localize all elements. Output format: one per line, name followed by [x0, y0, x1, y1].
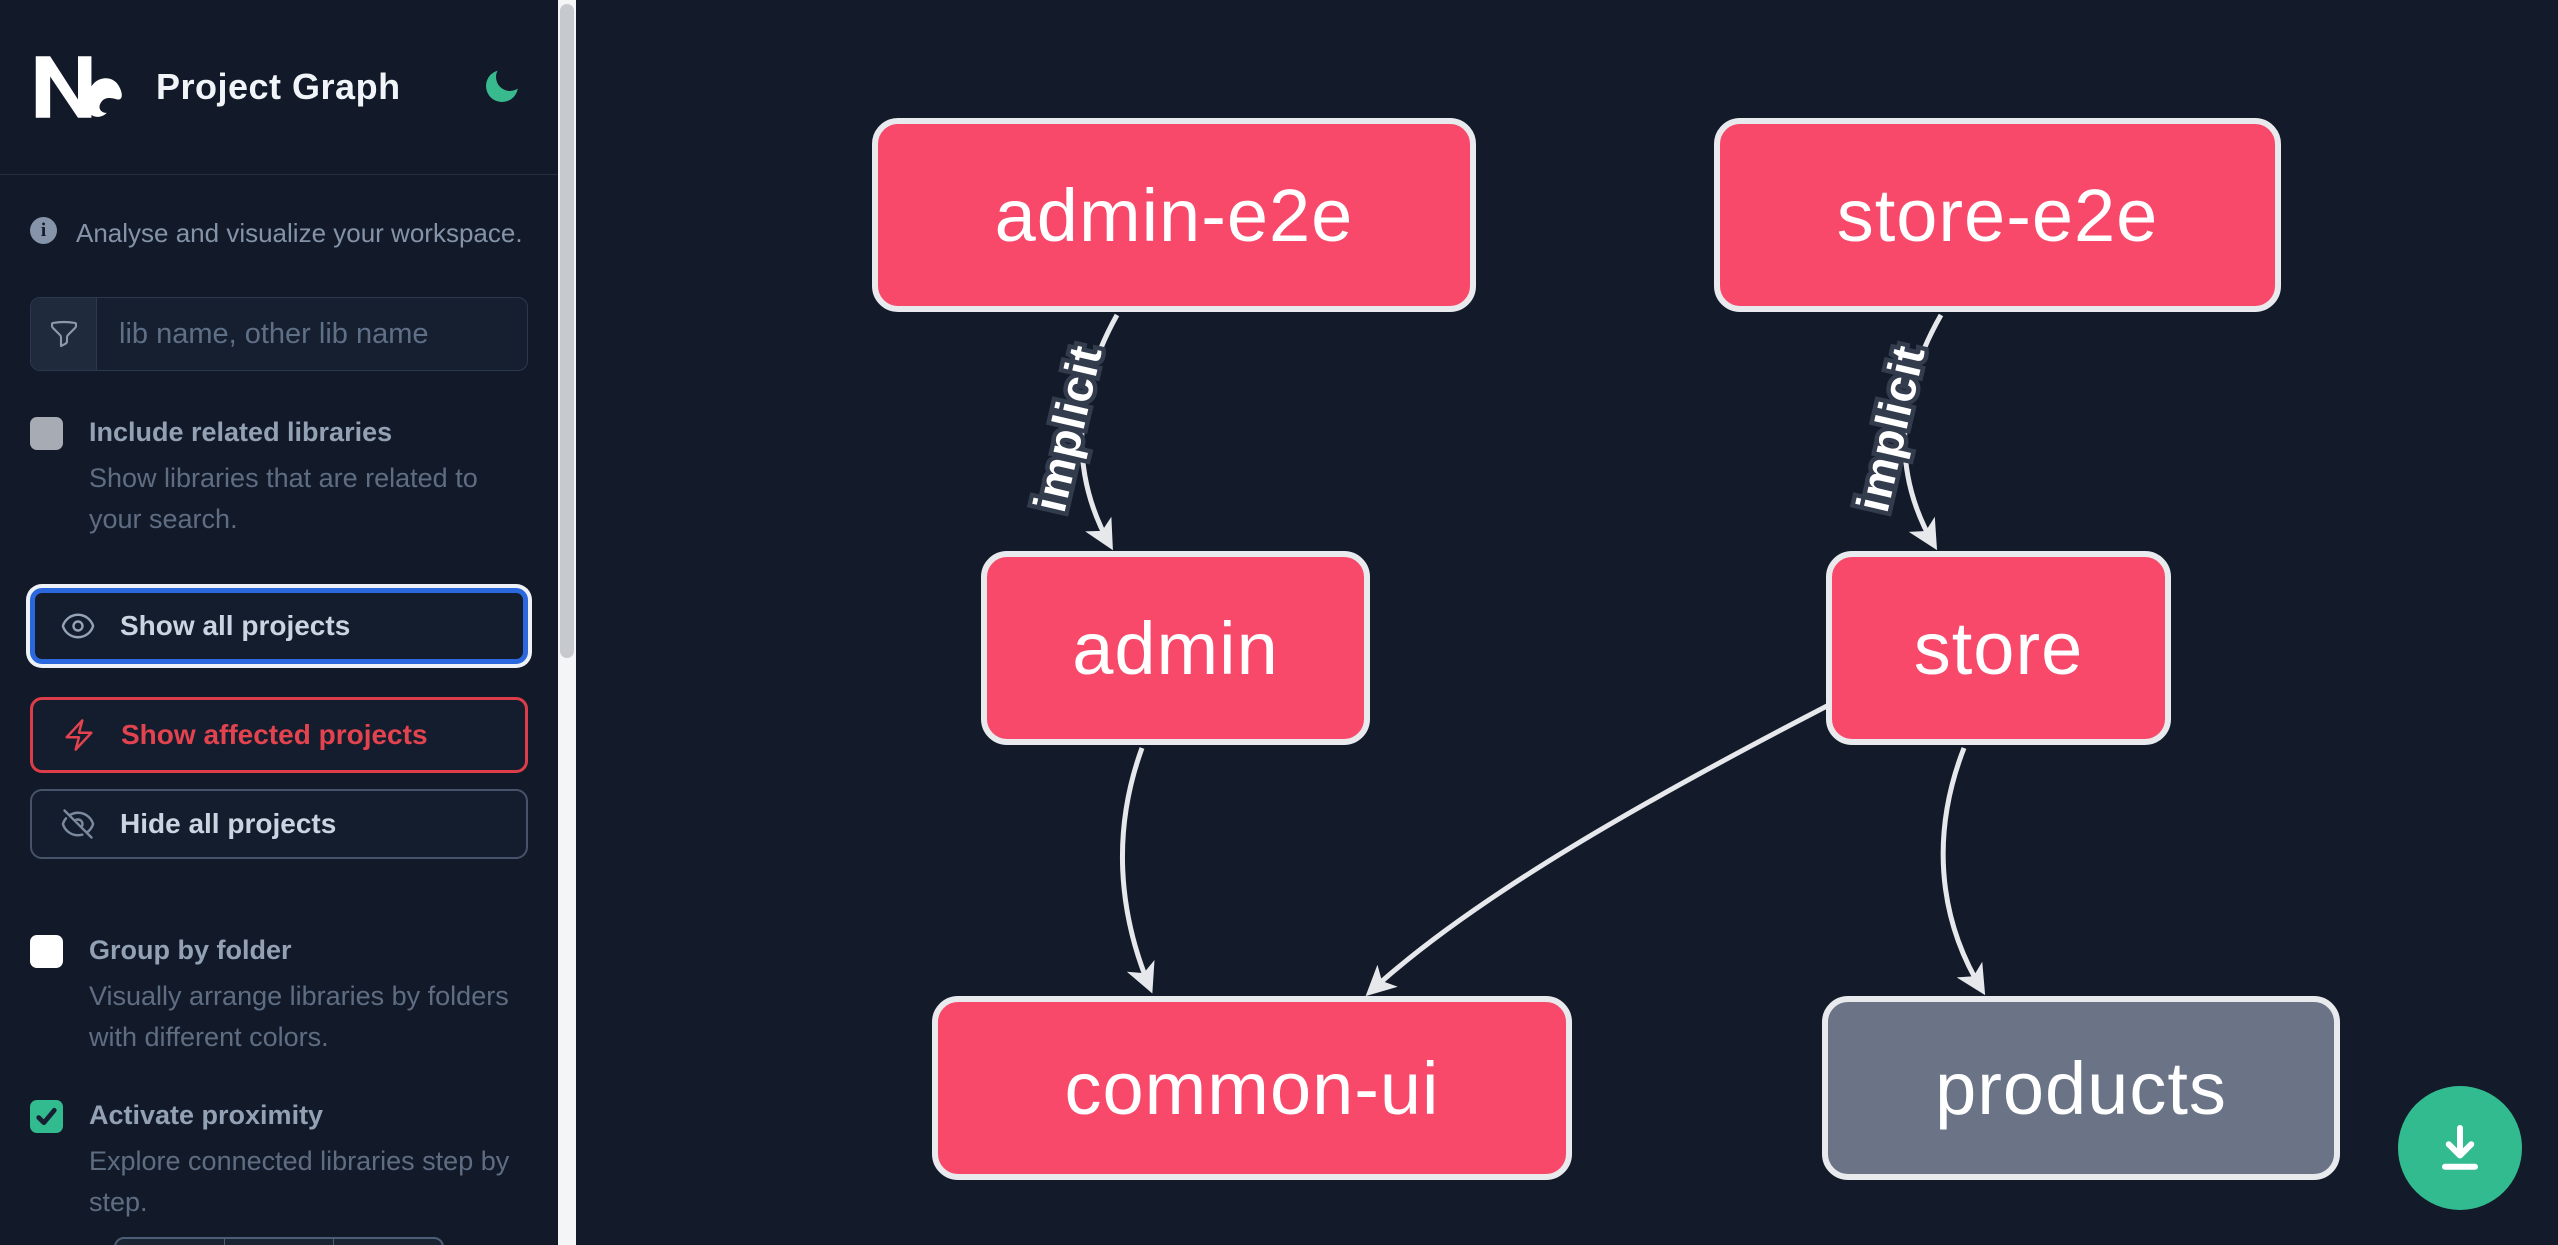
sidebar-scrollbar-thumb[interactable]	[560, 4, 574, 658]
eye-slash-icon	[61, 809, 95, 839]
option-group-by-folder: Group by folder Visually arrange librari…	[30, 933, 528, 1058]
search-group	[30, 297, 528, 371]
graph-node-admin-e2e[interactable]: admin-e2e	[872, 118, 1476, 312]
graph-node-store[interactable]: store	[1826, 551, 2171, 745]
button-label: Show all projects	[120, 610, 351, 641]
graph-node-products[interactable]: products	[1822, 996, 2340, 1180]
activate-proximity-checkbox[interactable]	[30, 1100, 63, 1133]
option-activate-proximity: Activate proximity Explore connected lib…	[30, 1098, 528, 1223]
option-label: Activate proximity	[89, 1100, 324, 1130]
eye-icon	[61, 613, 95, 639]
tagline-text: Analyse and visualize your workspace.	[76, 218, 523, 248]
node-label: products	[1935, 1046, 2227, 1130]
graph-node-admin[interactable]: admin	[981, 551, 1370, 745]
include-related-checkbox[interactable]	[30, 417, 63, 450]
zoom-control[interactable]	[114, 1237, 444, 1245]
checkmark-icon	[36, 1107, 57, 1126]
sidebar: Project Graph i Analyse and visualize yo…	[0, 0, 558, 1245]
option-label: Group by folder	[89, 935, 292, 965]
moon-icon	[486, 63, 524, 102]
download-icon	[2442, 1125, 2478, 1170]
zoom-segment[interactable]	[225, 1239, 334, 1245]
workspace-tagline: i Analyse and visualize your workspace.	[30, 217, 528, 249]
search-input[interactable]	[97, 298, 527, 370]
group-by-folder-checkbox[interactable]	[30, 935, 63, 968]
hide-all-projects-button[interactable]: Hide all projects	[30, 789, 528, 859]
graph-node-common-ui[interactable]: common-ui	[932, 996, 1572, 1180]
option-description: Visually arrange libraries by folders wi…	[89, 981, 509, 1052]
option-description: Explore connected libraries step by step…	[89, 1146, 510, 1217]
node-label: admin	[1072, 606, 1279, 690]
graph-node-store-e2e[interactable]: store-e2e	[1714, 118, 2281, 312]
option-description: Show libraries that are related to your …	[89, 463, 478, 534]
zoom-segment[interactable]	[116, 1239, 225, 1245]
download-graph-button[interactable]	[2398, 1086, 2522, 1210]
theme-toggle-button[interactable]	[482, 63, 524, 108]
button-label: Show affected projects	[121, 719, 428, 750]
zoom-segment[interactable]	[334, 1239, 442, 1245]
show-all-projects-button[interactable]: Show all projects	[30, 588, 528, 664]
option-label: Include related libraries	[89, 417, 393, 447]
nx-logo-icon	[35, 56, 122, 118]
bolt-icon	[65, 719, 93, 751]
button-label: Hide all projects	[120, 808, 337, 839]
show-affected-projects-button[interactable]: Show affected projects	[30, 697, 528, 773]
header-divider	[0, 174, 558, 175]
sidebar-scrollbar-track[interactable]	[558, 0, 576, 1245]
info-icon: i	[30, 217, 57, 244]
page-title: Project Graph	[156, 66, 401, 107]
node-label: admin-e2e	[994, 173, 1354, 257]
node-label: store	[1913, 606, 2084, 690]
node-label: store-e2e	[1836, 173, 2159, 257]
node-label: common-ui	[1064, 1046, 1440, 1130]
funnel-icon	[31, 298, 97, 370]
sidebar-header: Project Graph	[0, 0, 558, 174]
option-include-related: Include related libraries Show libraries…	[30, 415, 528, 540]
